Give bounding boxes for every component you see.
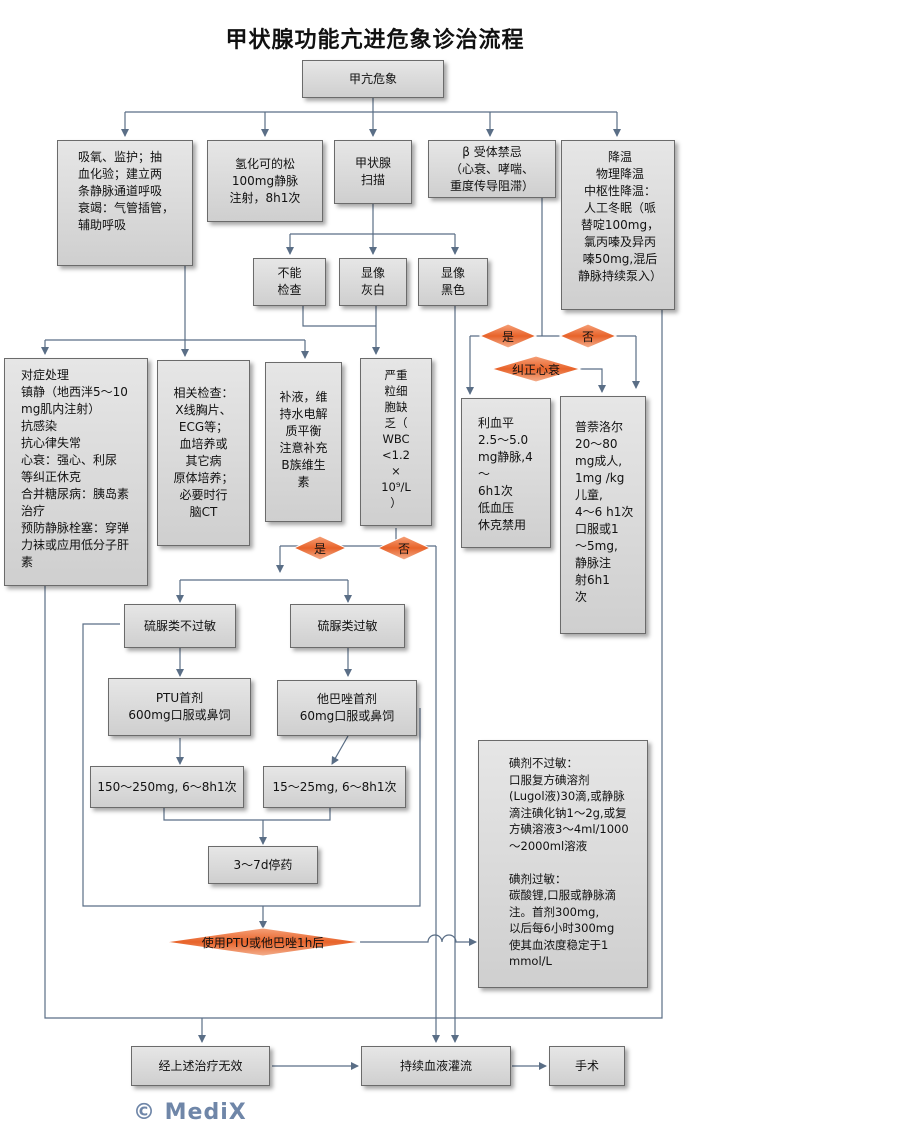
node-failed: 经上述治疗无效 [131,1046,270,1086]
decision-after-1h-label: 使用PTU或他巴唑1h后 [202,935,325,950]
node-ptu-first: PTU首剂 600mg口服或鼻饲 [108,678,251,736]
node-thiourea-allergy: 硫脲类过敏 [290,604,405,648]
node-beta-contra: β 受体禁忌 （心衰、哮喘、 重度传导阻滞） [428,140,556,198]
decision-correct-hf [490,355,582,383]
decision-no-1-label: 否 [582,330,594,344]
node-fluid: 补液，维 持水电解 质平衡 注意补充 B族维生 素 [265,362,342,522]
node-cooling: 降温 物理降温 中枢性降温： 人工冬眠（哌 替啶100mg， 氯丙嗪及异丙 嗪5… [561,140,675,310]
node-start: 甲亢危象 [302,60,444,98]
node-thiourea-ok: 硫脲类不过敏 [124,604,236,648]
node-no-check: 不能 检查 [253,258,326,306]
node-blood-perfusion: 持续血液灌流 [361,1046,511,1086]
page-title: 甲状腺功能亢进危象诊治流程 [225,27,525,53]
node-ptu-dose: 150～250mg, 6～8h1次 [90,766,244,808]
decision-yes-1-label: 是 [502,330,514,344]
decision-no-1 [558,323,618,349]
decision-yes-1 [478,323,538,349]
decision-yes-2-label: 是 [314,542,326,556]
medix-watermark: © MediX [133,1100,247,1125]
node-oxygen: 吸氧、监护；抽 血化验；建立两 条静脉通道呼吸 衰竭：气管插管， 辅助呼吸 [57,140,193,266]
node-symptomatic: 对症处理 镇静（地西泮5～10 mg肌内注射） 抗感染 抗心律失常 心衰：强心、… [4,358,148,586]
decision-no-2-label: 否 [398,542,410,556]
node-related-exam: 相关检查： X线胸片、 ECG等； 血培养或 其它病 原体培养； 必要时行 脑C… [157,360,250,546]
decision-no-2 [376,535,432,561]
node-iodine: 碘剂不过敏： 口服复方碘溶剂 (Lugol液)30滴,或静脉 滴注碘化钠1～2g… [478,740,648,988]
decision-correct-hf-label: 纠正心衰 [512,362,560,377]
node-agranulocytosis: 严重 粒细 胞缺 乏（ WBC <1.2 × 10⁹/L ） [360,358,432,526]
node-thyroid-scan: 甲状腺 扫描 [334,140,412,204]
node-image-gray: 显像 灰白 [339,258,407,306]
decision-after-1h [165,927,361,957]
node-image-black: 显像 黑色 [418,258,488,306]
node-surgery: 手术 [549,1046,625,1086]
node-hydrocortisone: 氢化可的松 100mg静脉 注射，8h1次 [207,140,323,222]
decision-yes-2 [292,535,348,561]
node-methimazole-dose: 15～25mg, 6～8h1次 [263,766,406,808]
node-reserpine: 利血平 2.5～5.0 mg静脉,4～ 6h1次 低血压 休克禁用 [461,398,551,548]
node-stop-drug: 3～7d停药 [208,846,318,884]
node-methimazole-first: 他巴唑首剂 60mg口服或鼻饲 [277,680,417,736]
node-propranolol: 普萘洛尔 20～80 mg成人, 1mg /kg 儿童, 4～6 h1次 口服或… [560,396,646,634]
